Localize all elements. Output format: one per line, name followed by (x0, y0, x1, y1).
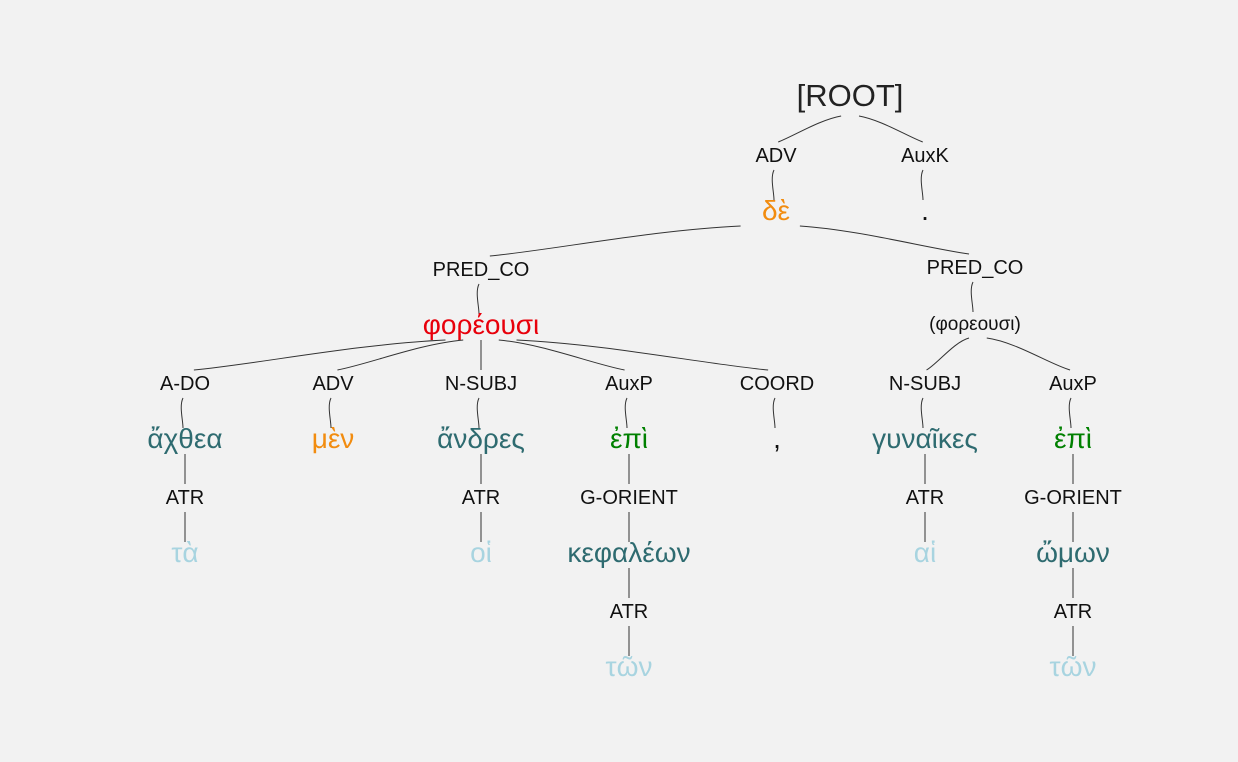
tree-edges (180, 115, 1074, 656)
edge-de-phoreousi2 (799, 225, 970, 255)
token-phoreousi[interactable]: φορέουσι (423, 309, 540, 340)
token-ta[interactable]: τὰ (171, 537, 198, 568)
relation-label-stop: AuxK (901, 145, 949, 167)
connector-phoreousi2 (970, 281, 974, 313)
edge-phoreousi-epi1 (498, 339, 625, 371)
token-epi1[interactable]: ἐπὶ (610, 423, 648, 454)
relation-label-ta: ATR (166, 487, 205, 509)
connector-phoreousi (476, 283, 480, 315)
connector-de (771, 169, 775, 201)
relation-label-kephaleon: G-ORIENT (580, 487, 678, 509)
connector-stop (920, 169, 924, 201)
relation-label-phoreousi: PRED_CO (433, 259, 530, 281)
relation-label-hoi: ATR (462, 487, 501, 509)
relation-label-achthea: A-DO (160, 373, 210, 395)
token-omon[interactable]: ὤμων (1036, 537, 1110, 568)
relation-label-hai: ATR (906, 487, 945, 509)
relation-label-de: ADV (755, 145, 797, 167)
token-andres[interactable]: ἄνδρες (437, 423, 525, 454)
token-hai[interactable]: αἱ (914, 537, 936, 568)
token-hoi[interactable]: οἱ (470, 537, 492, 568)
token-men[interactable]: μὲν (312, 423, 355, 454)
tree-labels: [ROOT]δὲADV.AuxKφορέουσιPRED_CO(φορεουσι… (147, 78, 1121, 682)
token-phoreousi2[interactable]: (φορεουσι) (929, 314, 1021, 335)
token-de[interactable]: δὲ (762, 195, 790, 226)
token-achthea[interactable]: ἄχθεα (147, 423, 222, 454)
token-comma[interactable]: , (773, 423, 781, 454)
edge-phoreousi-men (337, 339, 464, 371)
edge-phoreousi-comma (516, 339, 769, 371)
edge-phoreousi-achthea (193, 339, 446, 371)
token-stop[interactable]: . (921, 195, 929, 226)
edge-phoreousi2-epi2 (986, 337, 1071, 371)
token-gynaikes[interactable]: γυναῖκες (872, 423, 978, 454)
connector-andres (476, 397, 480, 429)
edge-root-stop (858, 115, 923, 143)
token-epi2[interactable]: ἐπὶ (1054, 423, 1092, 454)
relation-label-ton1: ATR (610, 601, 649, 623)
relation-label-phoreousi2: PRED_CO (927, 257, 1024, 279)
token-ton2[interactable]: τῶν (1050, 651, 1097, 682)
relation-label-comma: COORD (740, 373, 814, 395)
relation-label-epi2: AuxP (1049, 373, 1097, 395)
relation-label-men: ADV (312, 373, 354, 395)
relation-label-epi1: AuxP (605, 373, 653, 395)
edge-phoreousi2-gynaikes (926, 337, 970, 371)
edge-root-de (778, 115, 842, 143)
relation-label-omon: G-ORIENT (1024, 487, 1122, 509)
relation-label-gynaikes: N-SUBJ (889, 373, 961, 395)
token-kephaleon[interactable]: κεφαλέων (567, 537, 690, 568)
connector-epi2 (1068, 397, 1072, 429)
token-ton1[interactable]: τῶν (606, 651, 653, 682)
connector-gynaikes (920, 397, 924, 429)
relation-label-ton2: ATR (1054, 601, 1093, 623)
connector-comma (772, 397, 776, 429)
connector-men (328, 397, 332, 429)
edge-de-phoreousi (489, 225, 741, 257)
token-root[interactable]: [ROOT] (797, 78, 904, 113)
relation-label-andres: N-SUBJ (445, 373, 517, 395)
connector-epi1 (624, 397, 628, 429)
connector-achthea (180, 397, 184, 429)
